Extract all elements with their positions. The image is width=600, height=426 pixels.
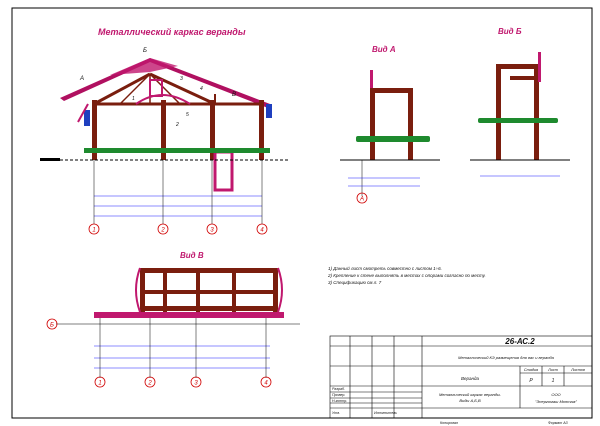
role-approve: Утв. (332, 411, 340, 415)
plan-axis-circle-3 (190, 376, 202, 388)
view-b-magenta (538, 52, 541, 82)
notes: 1) Данный лист смотреть совместно с лист… (327, 265, 486, 285)
view-b-green-beam (478, 118, 558, 123)
org-2: "Энергомаш Монтаж" (535, 399, 577, 404)
label-3: 3 (180, 76, 183, 82)
label-1: 1 (132, 96, 135, 102)
door (213, 150, 234, 192)
note-1: 1) Данный лист смотреть совместно с лист… (328, 265, 442, 271)
main-axis-lines (93, 160, 263, 224)
view-a-axis-label: А (359, 197, 364, 203)
view-b-post-right (534, 64, 539, 160)
stage-value: Р (529, 378, 533, 384)
view-b-title: Вид Б (498, 27, 522, 36)
title-block (329, 335, 593, 419)
view-b-post-left (496, 64, 501, 160)
role-norm: Н.контр. (332, 399, 347, 403)
role-developer: Разраб. (332, 387, 345, 391)
chimney (149, 79, 163, 97)
main-view-labels: Б А В 2 1 4 5 3 (79, 48, 236, 128)
view-a-post-right (408, 88, 413, 160)
sheets-header: Листов (570, 368, 585, 372)
plan-axis-circle-1 (94, 376, 106, 388)
footer-format: Формат А3 (548, 421, 568, 425)
view-a-title: Вид А (372, 45, 396, 54)
stage-header: Стадия (524, 368, 538, 372)
plan-axis-circle-2 (144, 376, 156, 388)
wall-blue-left (84, 110, 90, 126)
plan-right-curve (277, 267, 283, 313)
view-a-axis-marker (356, 192, 368, 204)
main-axis-label-4: 4 (260, 228, 264, 234)
label-a: А (79, 76, 84, 82)
arch (135, 94, 191, 105)
view-a-green-beam (356, 136, 430, 142)
main-elevation: Металлический каркас веранды (40, 27, 290, 235)
org-1: ООО (551, 392, 560, 397)
role-checker: Провер. (332, 393, 345, 397)
title-block-text: 26-АС.2 Металлический КЭ размещения для … (332, 337, 585, 425)
base-beam-green (84, 148, 270, 153)
plan-axis-circle-4 (260, 376, 272, 388)
doc-name-1: Металлический каркас веранды. (439, 392, 501, 397)
truss (93, 72, 262, 106)
note-2: 2) Крепление к стене выполнять в местах … (327, 273, 486, 278)
plan-axis-markers: 1 2 3 4 (94, 376, 272, 388)
main-title: Металлический каркас веранды (98, 27, 246, 37)
plan-frame (140, 268, 278, 312)
main-axis-label-2: 2 (160, 228, 165, 234)
sheet-frame (11, 7, 593, 419)
sheet-value: 1 (552, 378, 555, 384)
plan-axis-b-label: Б (50, 323, 54, 329)
footer-copied: Копировал (440, 421, 458, 425)
view-v: Вид В Б 1 2 3 4 (46, 251, 300, 388)
plan-dimensions (94, 345, 270, 369)
doc-object: Веранда (461, 376, 479, 381)
view-b-top-beam (496, 64, 538, 69)
plan-axis-label-2: 2 (147, 381, 152, 387)
signer: Исполнитель (374, 411, 397, 415)
sheet-header: Лист (547, 368, 558, 372)
main-axis-markers: 1 2 3 4 (88, 223, 268, 235)
view-b: Вид Б (470, 27, 570, 177)
roof-right (150, 58, 270, 108)
main-axis-circle-4 (256, 223, 268, 235)
view-v-title: Вид В (180, 251, 204, 260)
plan-floor-magenta (94, 312, 284, 318)
main-axis-circle-2 (157, 223, 169, 235)
doc-name-2: Виды А,Б,В (459, 398, 481, 403)
label-2: 2 (175, 122, 179, 128)
main-axis-label-3: 3 (210, 228, 214, 234)
main-axis-label-1: 1 (92, 228, 95, 234)
doc-description: Металлический КЭ размещения для вас и ве… (458, 355, 555, 360)
label-4: 4 (200, 86, 203, 92)
label-v: В (232, 92, 236, 98)
brace-left (77, 103, 89, 123)
view-a-dimensions (348, 177, 420, 187)
plan-axis-lines (99, 318, 267, 378)
view-b-mid-beam (510, 76, 536, 80)
plan-axis-b-marker (46, 318, 58, 330)
view-a-post-left (370, 88, 375, 160)
doc-code: 26-АС.2 (504, 337, 535, 346)
wall-blue-right (266, 104, 272, 118)
main-axis-circle-1 (88, 223, 100, 235)
label-5: 5 (186, 112, 189, 118)
view-a-top-beam (370, 88, 410, 93)
ground-hatch-left (40, 158, 60, 161)
main-axis-circle-3 (206, 223, 218, 235)
plan-left-curve (135, 267, 141, 313)
main-dimensions (94, 195, 262, 217)
roof-ridge (110, 58, 178, 75)
posts (92, 100, 264, 160)
note-3: 3) Спецификацию см.л. 7 (328, 280, 382, 285)
plan-axis-label-4: 4 (264, 381, 268, 387)
label-b: Б (143, 48, 147, 54)
plan-axis-label-3: 3 (194, 381, 198, 387)
view-a: Вид А А (340, 45, 440, 204)
plan-axis-label-1: 1 (98, 381, 101, 387)
view-a-magenta (370, 70, 373, 88)
